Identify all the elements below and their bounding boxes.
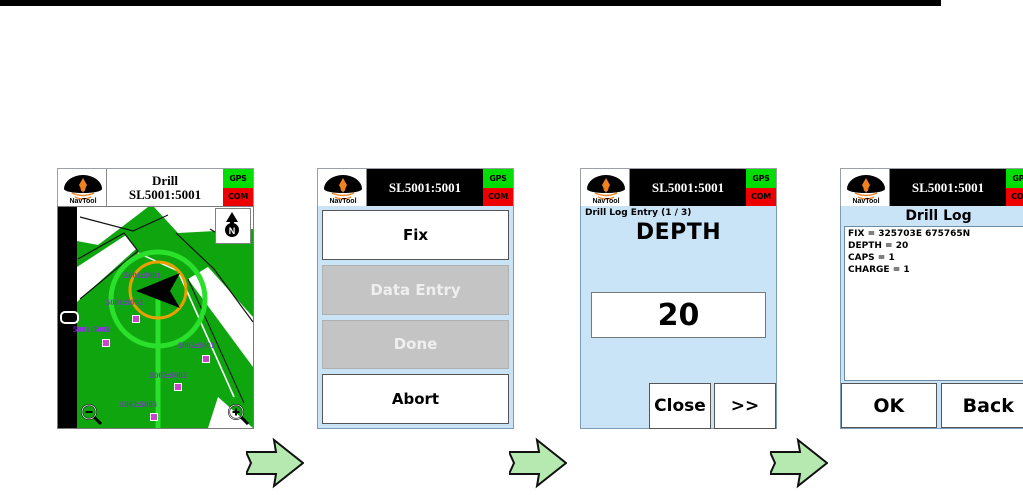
next-button[interactable]: >>: [714, 383, 776, 429]
com-status-badge: COM: [483, 188, 513, 207]
flow-arrow-2: [509, 436, 567, 490]
map-canvas[interactable]: N 5001:5001 5001:5002 5001:5003 5002:500…: [57, 206, 254, 429]
svg-text:NavTool: NavTool: [329, 198, 356, 205]
device-panel-map: NavTool Drill SL5001:5001 GPS COM: [57, 168, 254, 430]
map-hole-marker: [202, 355, 210, 363]
zoom-out-icon[interactable]: [80, 403, 102, 425]
svg-text:NavTool: NavTool: [852, 198, 879, 205]
gps-status-badge: GPS: [483, 169, 513, 188]
map-hole-label-3: 5002:5001: [178, 340, 215, 350]
flow-arrow-1: [246, 436, 304, 490]
log-line: CAPS = 1: [848, 253, 1023, 265]
com-status-badge: COM: [1006, 188, 1023, 207]
gps-status-badge: GPS: [746, 169, 776, 188]
menu-title-text: SL5001:5001: [389, 181, 461, 195]
com-status-badge: COM: [746, 188, 776, 207]
zoom-in-icon[interactable]: [227, 403, 249, 425]
map-titlebar: NavTool Drill SL5001:5001 GPS COM: [57, 168, 254, 206]
flow-arrow-3: [770, 436, 828, 490]
gps-status-badge: GPS: [1006, 169, 1023, 188]
menu-title: SL5001:5001: [367, 169, 483, 206]
close-button[interactable]: Close: [649, 383, 711, 429]
map-status-badges: GPS COM: [223, 169, 253, 206]
map-hole-marker: [150, 413, 158, 421]
log-heading: Drill Log: [841, 206, 1023, 226]
entry-title: SL5001:5001: [630, 169, 746, 206]
map-hole-label-0: 5001:5001: [124, 270, 161, 280]
map-title: Drill SL5001:5001: [107, 169, 223, 206]
navtool-logo: NavTool: [581, 169, 630, 206]
log-button-row: OK Back: [841, 381, 1023, 428]
map-hole-label-2: 5001:5003: [73, 324, 110, 334]
entry-title-text: SL5001:5001: [652, 181, 724, 195]
com-status-badge: COM: [223, 188, 253, 207]
back-button[interactable]: Back: [941, 383, 1023, 428]
menu-status-badges: GPS COM: [483, 169, 513, 206]
menu-titlebar: NavTool SL5001:5001 GPS COM: [317, 168, 514, 206]
map-scale-indicator: [60, 311, 79, 324]
navtool-logo: NavTool: [58, 169, 107, 206]
svg-text:N: N: [229, 226, 236, 236]
entry-status-badges: GPS COM: [746, 169, 776, 206]
log-line: CHARGE = 1: [848, 265, 1023, 277]
entry-field-label: DEPTH: [581, 220, 776, 245]
map-hole-marker: [174, 383, 182, 391]
device-panel-log: NavTool SL5001:5001 GPS COM Drill Log FI…: [840, 168, 1023, 430]
svg-text:NavTool: NavTool: [592, 198, 619, 205]
map-hole-marker: [132, 315, 140, 323]
top-black-bar: [0, 0, 941, 6]
log-title: SL5001:5001: [890, 169, 1006, 206]
log-line: FIX = 325703E 675765N: [848, 229, 1023, 241]
map-title-line1: Drill: [152, 174, 178, 188]
map-hole-label-1: 5001:5002: [106, 297, 143, 307]
map-title-line2: SL5001:5001: [129, 188, 201, 202]
navtool-logo: NavTool: [318, 169, 367, 206]
device-panel-entry: NavTool SL5001:5001 GPS COM Drill Log En…: [580, 168, 777, 430]
device-panel-menu: NavTool SL5001:5001 GPS COM Fix Data Ent…: [317, 168, 514, 430]
navtool-logo: NavTool: [841, 169, 890, 206]
svg-text:NavTool: NavTool: [69, 198, 96, 205]
log-view: Drill Log FIX = 325703E 675765N DEPTH = …: [840, 206, 1023, 429]
data-entry-button[interactable]: Data Entry: [322, 265, 509, 315]
entry-button-row: Close >>: [649, 383, 776, 429]
fix-button[interactable]: Fix: [322, 210, 509, 260]
map-hole-marker: [102, 339, 110, 347]
log-titlebar: NavTool SL5001:5001 GPS COM: [840, 168, 1023, 206]
log-title-text: SL5001:5001: [912, 181, 984, 195]
done-button[interactable]: Done: [322, 320, 509, 370]
map-hole-label-5: 5002:5003: [120, 399, 157, 409]
ok-button[interactable]: OK: [841, 383, 937, 428]
log-status-badges: GPS COM: [1006, 169, 1023, 206]
workflow-sequence: NavTool Drill SL5001:5001 GPS COM: [0, 168, 1023, 430]
menu-button-list: Fix Data Entry Done Abort: [317, 206, 514, 429]
map-hole-label-4: 5002:5002: [150, 370, 187, 380]
gps-status-badge: GPS: [223, 169, 253, 188]
log-line: DEPTH = 20: [848, 241, 1023, 253]
compass-north-icon: N: [215, 208, 251, 244]
depth-value-field[interactable]: 20: [591, 292, 766, 338]
entry-titlebar: NavTool SL5001:5001 GPS COM: [580, 168, 777, 206]
entry-form: Drill Log Entry (1 / 3) DEPTH 20 Close >…: [580, 206, 777, 429]
log-text-area[interactable]: FIX = 325703E 675765N DEPTH = 20 CAPS = …: [844, 226, 1023, 381]
abort-button[interactable]: Abort: [322, 374, 509, 424]
entry-breadcrumb: Drill Log Entry (1 / 3): [585, 208, 691, 218]
